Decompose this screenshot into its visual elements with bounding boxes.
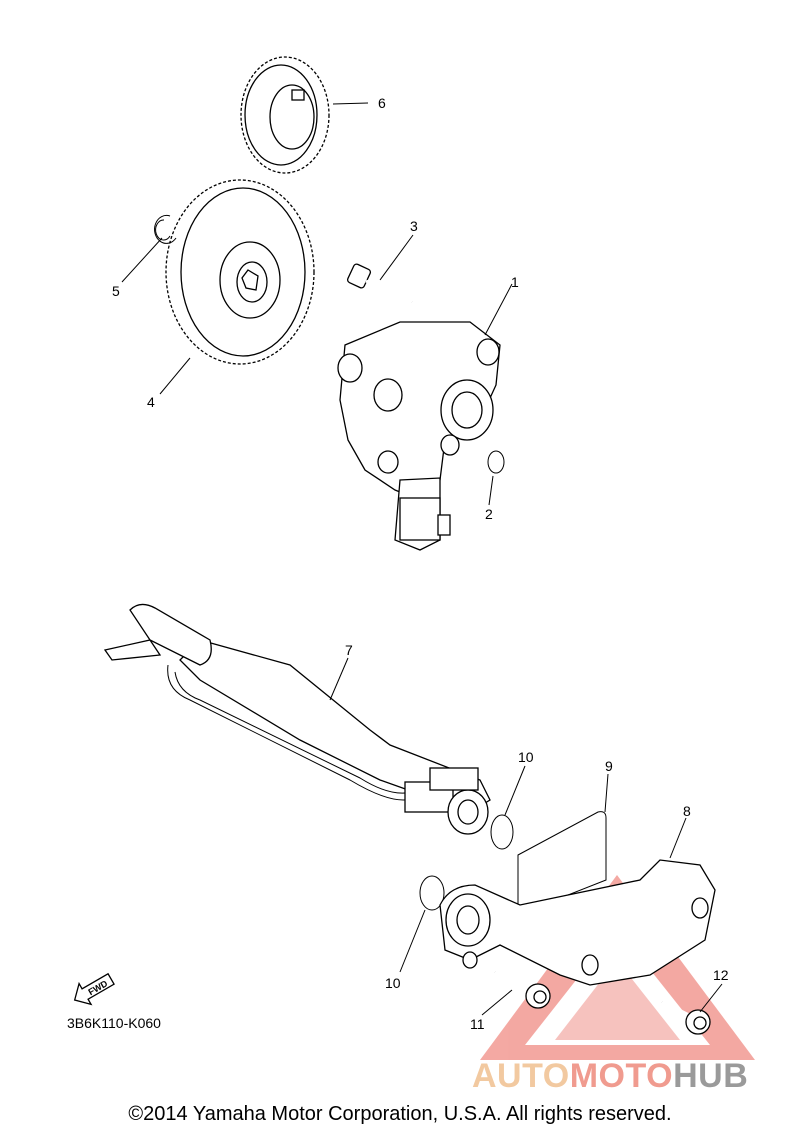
part-11-bolt xyxy=(494,970,551,1009)
part-3-bolt xyxy=(346,263,413,304)
part-2-o-ring xyxy=(487,450,505,474)
part-5-circlip xyxy=(154,214,177,244)
watermark-part-3: HUB xyxy=(673,1057,749,1095)
part-8-cover xyxy=(439,859,716,986)
part-4-large-gear xyxy=(165,179,315,365)
callout-8: 8 xyxy=(683,803,691,819)
callout-11: 11 xyxy=(470,1016,485,1032)
part-10-o-ring-lower xyxy=(419,875,445,911)
copyright-notice: ©2014 Yamaha Motor Corporation, U.S.A. A… xyxy=(128,1103,672,1125)
watermark-part-2: MOTO xyxy=(569,1057,674,1095)
leader-lines xyxy=(121,102,723,1016)
watermark-logo-text: AUTOMOTOHUB xyxy=(472,1057,748,1096)
watermark-part-1: AUTO xyxy=(472,1057,570,1095)
part-6-gear xyxy=(240,56,330,174)
callout-3: 3 xyxy=(410,218,418,234)
callout-6: 6 xyxy=(378,95,386,111)
callout-10-upper: 10 xyxy=(518,749,534,765)
part-7-oil-strainer xyxy=(103,603,491,835)
callout-12: 12 xyxy=(713,967,729,983)
callout-9: 9 xyxy=(605,758,613,774)
callout-2: 2 xyxy=(485,506,493,522)
part-1-oil-pump xyxy=(337,321,501,551)
callout-1: 1 xyxy=(511,274,519,290)
part-12-bolt xyxy=(661,1000,711,1035)
callout-7: 7 xyxy=(345,642,353,658)
diagram-code: 3B6K110-K060 xyxy=(67,1015,161,1031)
fwd-arrow-icon: FWD xyxy=(73,972,115,1006)
part-10-o-ring-upper xyxy=(490,814,514,850)
callout-4: 4 xyxy=(147,394,155,410)
callout-5: 5 xyxy=(112,283,120,299)
callout-10-lower: 10 xyxy=(385,975,401,991)
